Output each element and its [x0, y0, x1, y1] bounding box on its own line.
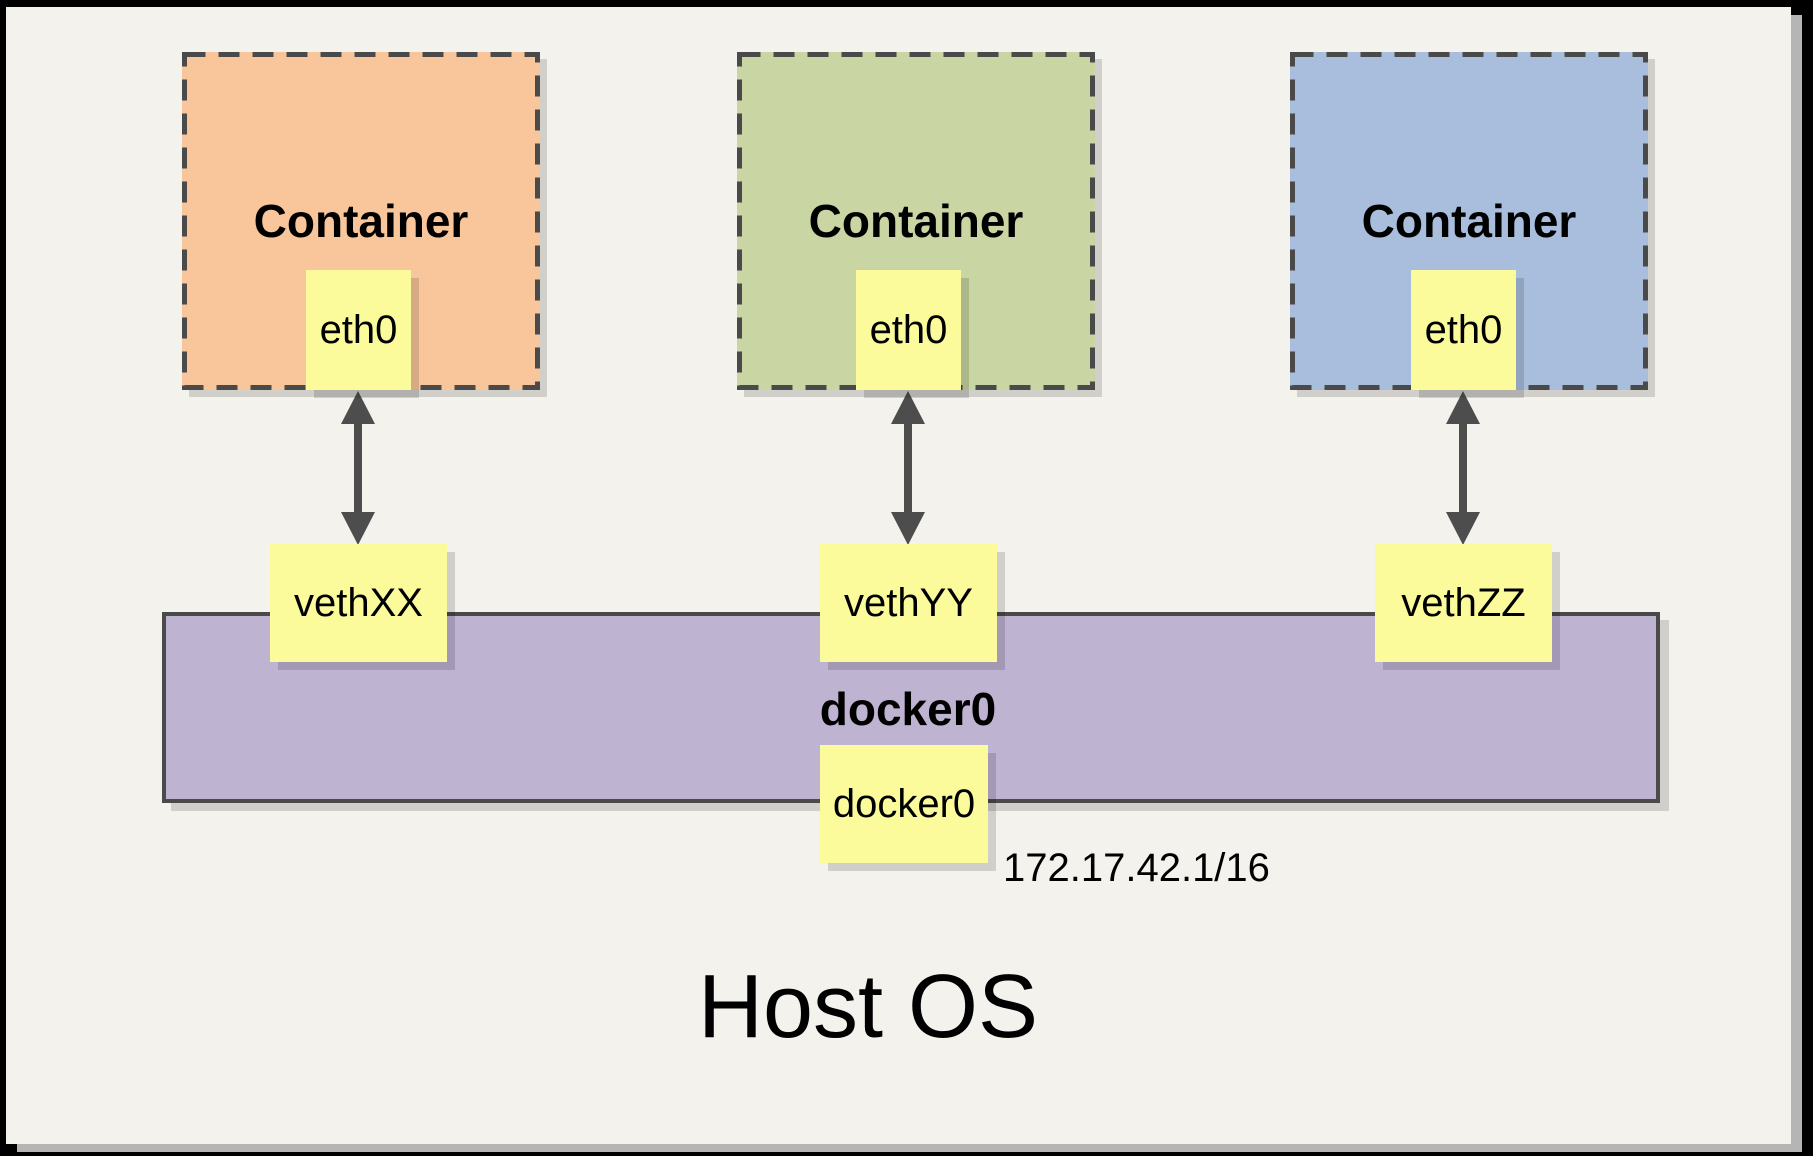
eth0-label-1: eth0 — [319, 307, 398, 352]
veth-box-3: vethZZ — [1375, 544, 1552, 662]
eth0-label-3: eth0 — [1424, 307, 1503, 352]
docker0-interface-label: docker0 — [832, 781, 976, 826]
eth0-box-2: eth0 — [856, 270, 961, 390]
container-label-1: Container — [253, 195, 469, 247]
host-os-label: Host OS — [697, 957, 1039, 1057]
container-label-2: Container — [808, 195, 1024, 247]
eth0-box-3: eth0 — [1411, 270, 1516, 390]
eth0-box-1: eth0 — [306, 270, 411, 390]
veth-box-1: vethXX — [270, 544, 447, 662]
docker0-interface-box: docker0 — [820, 745, 988, 863]
bridge-ip-label: 172.17.42.1/16 — [1003, 846, 1270, 890]
veth-box-2: vethYY — [820, 544, 997, 662]
veth-label-3: vethZZ — [1401, 580, 1526, 625]
veth-label-1: vethXX — [294, 580, 423, 625]
container-label-3: Container — [1361, 195, 1577, 247]
docker0-bridge-label: docker0 — [819, 683, 997, 735]
eth0-label-2: eth0 — [869, 307, 948, 352]
veth-label-2: vethYY — [844, 580, 973, 625]
